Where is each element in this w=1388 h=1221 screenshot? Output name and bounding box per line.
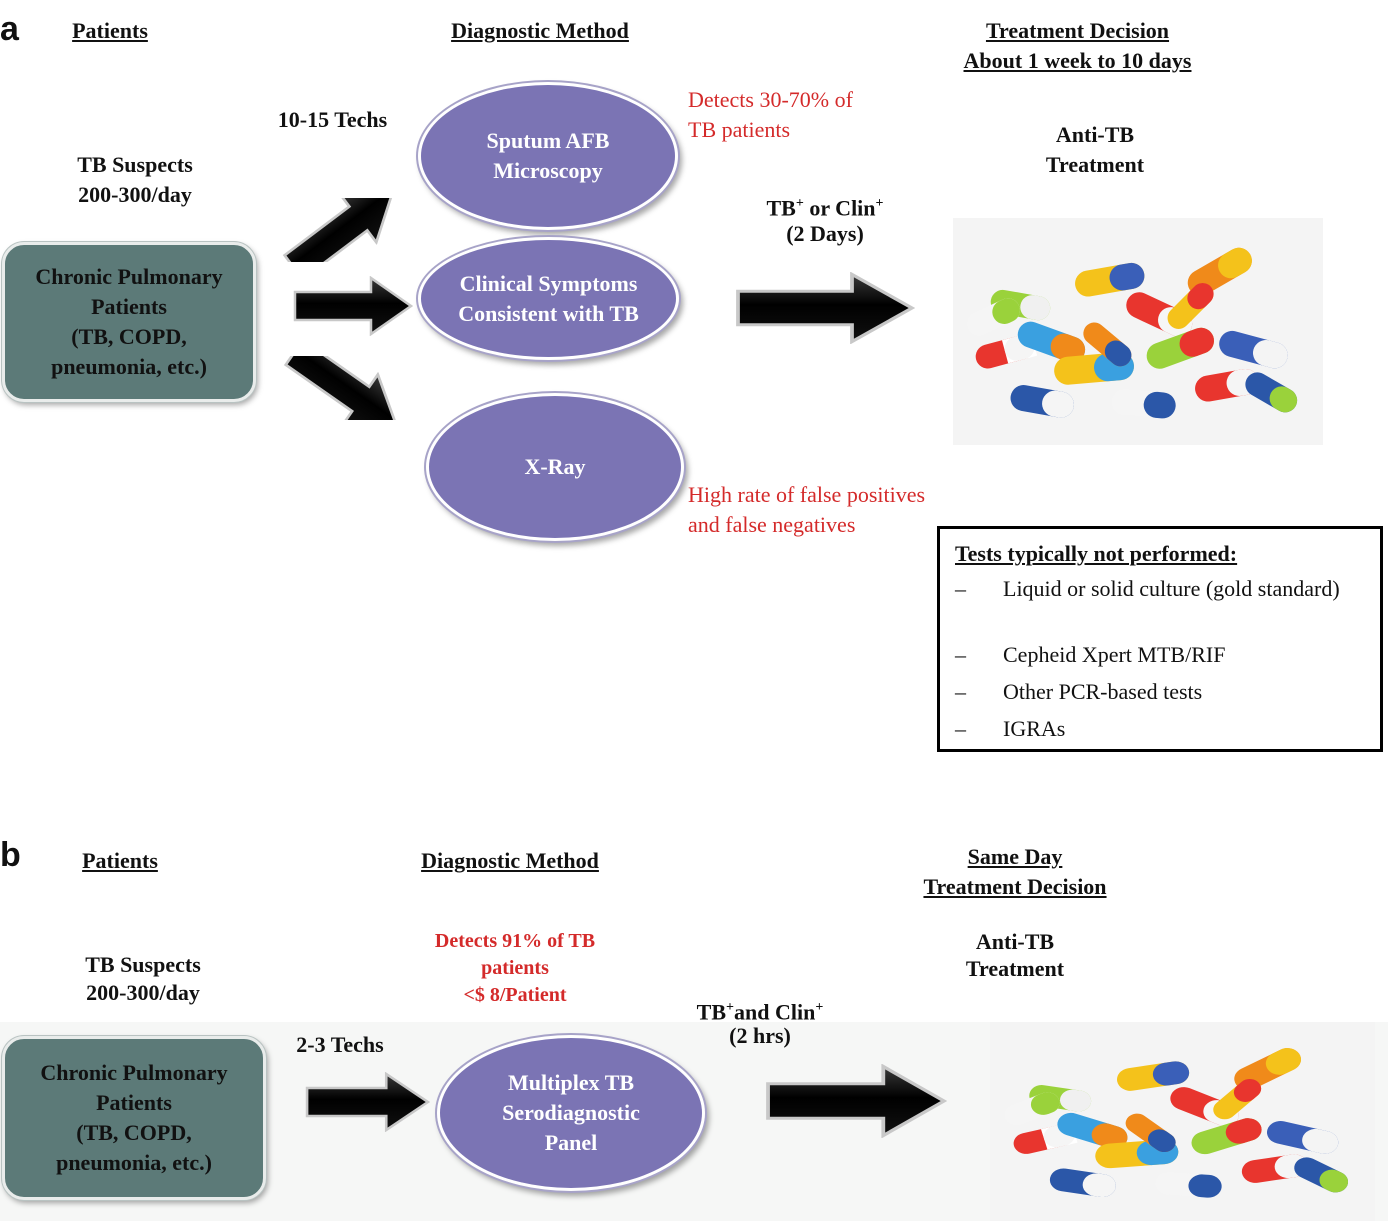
method-oval-line: X-Ray [524, 454, 586, 479]
method-oval-multiplex: Multiplex TB Serodiagnostic Panel [440, 1038, 702, 1188]
note-false-a-line2: and false negatives [688, 512, 856, 537]
treatment-a-line1: Anti-TB [1055, 122, 1135, 147]
patient-box-b-line: pneumonia, etc.) [56, 1150, 212, 1175]
method-oval-line: Serodiagnostic [502, 1100, 640, 1125]
arrow-treatment-b [765, 1064, 947, 1138]
tests-not-performed-box: Tests typically not performed: – Liquid o… [937, 526, 1383, 752]
arrow-right-b [305, 1072, 430, 1132]
patient-box-a-line: Chronic Pulmonary [35, 264, 223, 289]
pills-image-b [990, 1022, 1375, 1221]
test-item-text: Cepheid Xpert MTB/RIF [1003, 642, 1226, 667]
suspects-b-line1: TB Suspects [85, 952, 201, 977]
pills-image-a [953, 218, 1323, 445]
test-item-text: Liquid or solid culture (gold standard) [1003, 576, 1340, 601]
patient-box-a-line: Patients [91, 294, 167, 319]
note-detects-a-line2: TB patients [688, 117, 791, 142]
treatment-header-b-line2: Treatment Decision [923, 874, 1107, 899]
treatment-header-a-line1: Treatment Decision [985, 18, 1170, 43]
result-sup1-b: + [726, 1000, 735, 1015]
method-oval-line: Sputum AFB [486, 128, 610, 153]
result-tb-a: TB [766, 195, 796, 221]
dash-bullet: – [955, 716, 966, 741]
test-item: – IGRAs [955, 714, 1355, 751]
method-oval-sputum: Sputum AFB Microscopy [421, 85, 675, 227]
dash-bullet: – [955, 679, 966, 704]
note-b-line3: <$ 8/Patient [463, 984, 567, 1006]
result-label-b: TB+and Clin+ [670, 993, 850, 1027]
arrow-right-a [293, 276, 413, 336]
dash-bullet: – [955, 576, 966, 601]
result-days-a: (2 Days) [786, 221, 864, 246]
patient-box-b: Chronic Pulmonary Patients (TB, COPD, pn… [2, 1036, 266, 1200]
suspects-a-line2: 200-300/day [78, 182, 192, 207]
patient-box-b-line: Patients [96, 1090, 172, 1115]
test-item-text: Other PCR-based tests [1003, 679, 1203, 704]
test-item: – Other PCR-based tests [955, 677, 1355, 714]
patient-box-b-line: (TB, COPD, [76, 1120, 192, 1145]
treatment-a-line2: Treatment [1045, 152, 1145, 177]
test-item-text: IGRAs [1003, 716, 1066, 741]
dash-bullet: – [955, 642, 966, 667]
suspects-b-line2: 200-300/day [86, 980, 200, 1005]
method-oval-xray: X-Ray [429, 396, 681, 538]
method-oval-line: Microscopy [493, 158, 603, 183]
arrow-up-right-a [278, 198, 408, 262]
patient-box-b-line: Chronic Pulmonary [40, 1060, 228, 1085]
method-oval-line: Multiplex TB [507, 1070, 635, 1095]
patient-box-a-line: (TB, COPD, [71, 324, 187, 349]
note-false-a-line1: High rate of false positives [688, 482, 926, 507]
suspects-a-line1: TB Suspects [77, 152, 193, 177]
result-hrs-b: (2 hrs) [729, 1023, 791, 1048]
result-label-a: TB+ or Clin+ [745, 189, 905, 223]
patient-box-a: Chronic Pulmonary Patients (TB, COPD, pn… [2, 242, 256, 402]
result-sup1-a: + [795, 196, 804, 211]
arrow-treatment-a [735, 272, 915, 344]
method-oval-clinical: Clinical Symptoms Consistent with TB [421, 240, 676, 357]
treatment-b-line1: Anti-TB [975, 929, 1055, 954]
pills-illustration [990, 1022, 1375, 1221]
patients-header-a: Patients [72, 18, 148, 43]
panel-b-label: b [0, 836, 21, 874]
method-oval-line: Consistent with TB [458, 300, 639, 326]
test-item: – Liquid or solid culture (gold standard) [955, 574, 1355, 640]
treatment-header-a-line2: About 1 week to 10 days [963, 48, 1192, 73]
method-oval-line: Clinical Symptoms [459, 270, 638, 296]
patient-box-a-line: pneumonia, etc.) [51, 354, 207, 379]
diagnostic-header-a: Diagnostic Method [451, 18, 629, 43]
techs-b: 2-3 Techs [296, 1032, 384, 1057]
note-detects-a-line1: Detects 30-70% of [688, 87, 853, 112]
arrow-down-right-a [280, 356, 410, 420]
result-and-b: and Clin [734, 999, 816, 1025]
result-or-a: or Clin [803, 195, 876, 221]
result-tb-b: TB [696, 999, 727, 1025]
panel-a-label: a [0, 10, 19, 48]
result-sup2-b: + [815, 1000, 824, 1015]
diagnostic-header-b: Diagnostic Method [421, 848, 599, 873]
tests-box-title: Tests typically not performed: [955, 541, 1238, 566]
techs-a: 10-15 Techs [277, 107, 388, 132]
result-sup2-a: + [875, 196, 884, 211]
test-item: – Cepheid Xpert MTB/RIF [955, 640, 1355, 677]
note-b-line2: patients [481, 957, 549, 979]
patients-header-b: Patients [82, 848, 158, 873]
treatment-header-b-line1: Same Day [967, 844, 1063, 869]
treatment-b-line2: Treatment [965, 956, 1065, 981]
note-b-line1: Detects 91% of TB [434, 930, 596, 952]
pills-illustration [953, 218, 1323, 445]
method-oval-line: Panel [544, 1130, 598, 1155]
